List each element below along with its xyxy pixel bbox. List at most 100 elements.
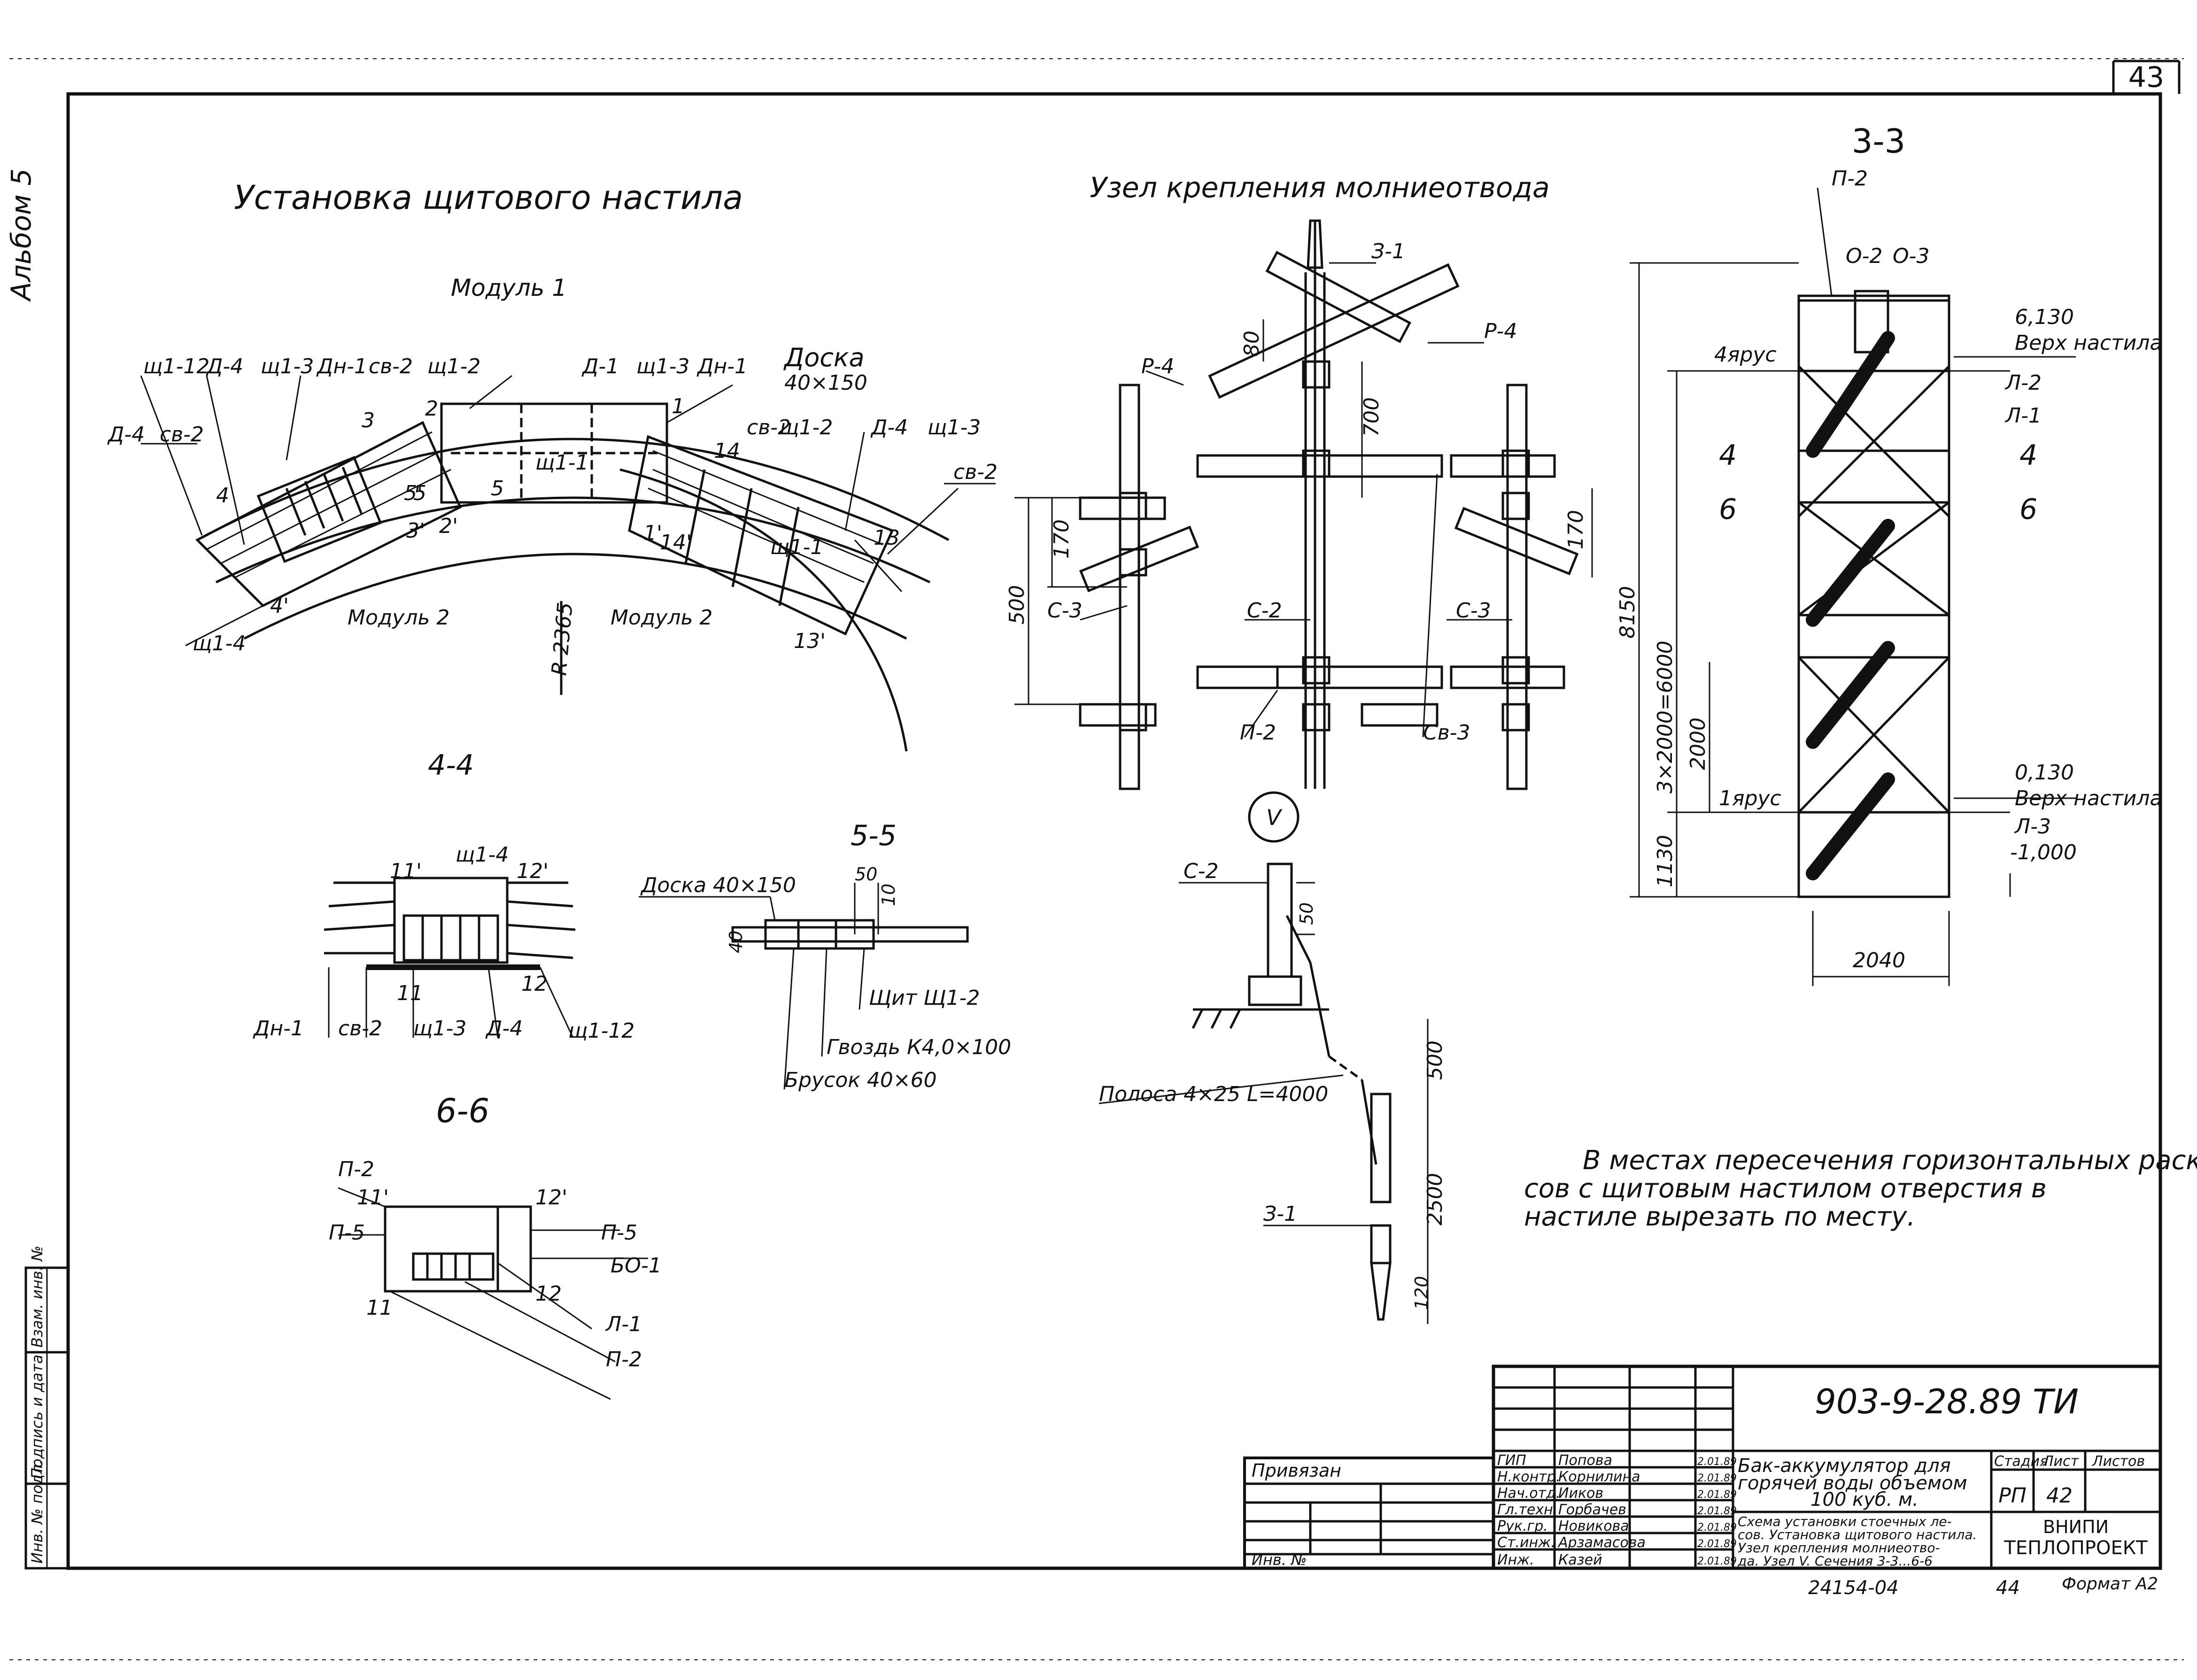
plan-sv2d: св-2	[953, 460, 998, 484]
detail-v-marker	[1248, 791, 1300, 843]
v-dim50: 50	[1296, 902, 1317, 925]
node-s2: С-2	[1247, 599, 1282, 623]
tb-date-3: 2.01.89	[1697, 1505, 1737, 1517]
plan-sch1-3c: щ1-3	[928, 416, 981, 439]
tb-name-1: Корнилина	[1558, 1469, 1640, 1485]
tb-org-2: ТЕПЛОПРОЕКТ	[2004, 1537, 2148, 1559]
plan-n3: 3	[362, 408, 375, 432]
node-dim170a: 170	[1050, 519, 1074, 559]
s55-shield: Щит Щ1-2	[869, 986, 980, 1010]
tb-sheet-title-1: Схема установки стоечных ле-	[1738, 1514, 1952, 1529]
lightning-node-view: Узел крепления молниеотвода	[1005, 171, 1593, 843]
plan-sch1-1a: щ1-1	[535, 451, 588, 475]
v-s2: С-2	[1184, 859, 1219, 883]
s66-n11: 11	[366, 1296, 393, 1320]
node-dim700: 700	[1360, 397, 1384, 437]
tb-sheet-title-2: сов. Установка щитового настила.	[1738, 1527, 1977, 1542]
v-strip: Полоса 4×25 L=4000	[1099, 1082, 1328, 1106]
plan-sch1-3b: щ1-3	[636, 354, 689, 378]
s33-o3: О-3	[1893, 244, 1930, 268]
tb-project-2: горячей воды объемом	[1738, 1472, 1967, 1494]
plan-dn1a: Дн-1	[316, 354, 367, 378]
title-block: 903-9-28.89 ТИ Привязан Инв. № ГИП Попов…	[1243, 1364, 2162, 1570]
tb-project-3: 100 куб. м.	[1810, 1489, 1919, 1510]
tb-date-1: 2.01.89	[1697, 1472, 1737, 1484]
tb-name-6: Казей	[1558, 1552, 1602, 1568]
stamp-inv-podl: Инв. № подл.	[28, 1460, 46, 1564]
note-line-1: В местах пересечения горизонтальных раск…	[1583, 1145, 2197, 1176]
tb-sheets-label: Листов	[2092, 1453, 2145, 1470]
v-dim500: 500	[1423, 1040, 1447, 1080]
tb-org-1: ВНИПИ	[2043, 1517, 2109, 1537]
inventory-number: 24154-04	[1808, 1577, 1899, 1599]
tb-date-6: 2.01.89	[1697, 1556, 1737, 1567]
plan-module1: Модуль 1	[451, 274, 567, 301]
tb-role-3: Гл.техн.	[1497, 1502, 1557, 1518]
s66-p2a: П-2	[338, 1157, 374, 1181]
plan-n2: 2	[425, 397, 438, 421]
tb-inv: Инв. №	[1252, 1551, 1307, 1569]
tb-name-2: Ииков	[1558, 1485, 1603, 1502]
plan-p3: 3'	[406, 519, 425, 543]
tb-stage-label: Стадия	[1994, 1453, 2048, 1470]
plan-p4: 4'	[270, 594, 289, 618]
s33-bot-note: Верх настила	[2015, 786, 2162, 810]
tb-binding: Привязан	[1252, 1460, 1341, 1481]
s33-p2: П-2	[1832, 167, 1868, 191]
s33-dim1130: 1130	[1653, 835, 1677, 887]
section-5-5-view: 5-5 Доска 40×150 50 10 40 Щит Щ1-2 Гвозд…	[639, 819, 1011, 1092]
node-callout-v: V	[1266, 805, 1283, 830]
tb-sheet-title-3: Узел крепления молниеотво-	[1738, 1540, 1940, 1556]
s66-p5b: П-5	[601, 1221, 637, 1245]
plan-sch1-1b: щ1-1	[770, 535, 823, 559]
tb-role-5: Ст.инж.	[1497, 1534, 1555, 1551]
general-note: В местах пересечения горизонтальных раск…	[1524, 1145, 2197, 1232]
outer-frame	[66, 92, 2162, 1570]
node-z1: З-1	[1371, 239, 1405, 263]
plan-sv2a: св-2	[369, 354, 413, 378]
s33-el-bot: 0,130	[2015, 761, 2074, 785]
tb-sheet-title-4: да. Узел V. Сечения 3-3...6-6	[1737, 1553, 1933, 1569]
plan-sv2b: св-2	[160, 423, 204, 447]
plan-sch1-2a: щ1-2	[427, 354, 480, 378]
s66-l1: Л-1	[605, 1312, 642, 1336]
s66-bo1: БО-1	[611, 1254, 662, 1278]
s55-dim50: 50	[855, 864, 877, 885]
s44-sch1-12: щ1-12	[568, 1019, 634, 1043]
plan-sch1-12: щ1-12	[143, 354, 209, 378]
node-r4a: Р-4	[1141, 354, 1174, 378]
s33-l2: Л-2	[2004, 371, 2042, 395]
s33-dim2000: 2000	[1686, 717, 1710, 770]
note-line-3: настиле вырезать по месту.	[1524, 1202, 1915, 1232]
s55-doska: Доска 40×150	[640, 873, 796, 897]
s33-dim6000: 3×2000=6000	[1653, 640, 1677, 794]
v-z1: З-1	[1263, 1202, 1297, 1226]
s55-dim40: 40	[726, 931, 746, 953]
album-label: Альбом 5	[5, 169, 37, 302]
tb-date-0: 2.01.89	[1697, 1456, 1737, 1468]
s44-sv2: св-2	[338, 1017, 382, 1040]
plan-d4a: Д-4	[206, 354, 243, 378]
s33-top-note: Верх настила	[2015, 331, 2162, 355]
plan-dn1b: Дн-1	[696, 354, 748, 378]
s44-sch1-3: щ1-3	[413, 1017, 466, 1040]
s44-d4: Д-4	[485, 1017, 523, 1040]
s66-n12p: 12'	[535, 1186, 567, 1210]
s33-el-ground: -1,000	[2010, 840, 2077, 864]
s44-sch1-4: щ1-4	[456, 843, 509, 867]
s66-n12: 12	[535, 1282, 562, 1306]
s66-n11p: 11'	[357, 1186, 389, 1210]
s33-o2: О-2	[1846, 244, 1883, 268]
tb-sheet: 42	[2046, 1484, 2073, 1508]
plan-sch1-3a: щ1-3	[261, 354, 314, 378]
tb-role-6: Инж.	[1497, 1552, 1534, 1568]
s33-dim8150: 8150	[1616, 586, 1640, 639]
s33-cut6l: 6	[1719, 493, 1737, 526]
node-s3a: С-3	[1047, 599, 1083, 623]
plan-p13: 13'	[794, 629, 826, 653]
node-dim170b: 170	[1564, 510, 1588, 549]
detail-v-view: С-2 50 500 Полоса 4×25 L=4000 2500 З-1 1…	[1098, 859, 1447, 1324]
s55-title: 5-5	[851, 819, 897, 852]
plan-doska-size: 40×150	[784, 371, 867, 395]
node-dim80: 80	[1240, 331, 1264, 357]
